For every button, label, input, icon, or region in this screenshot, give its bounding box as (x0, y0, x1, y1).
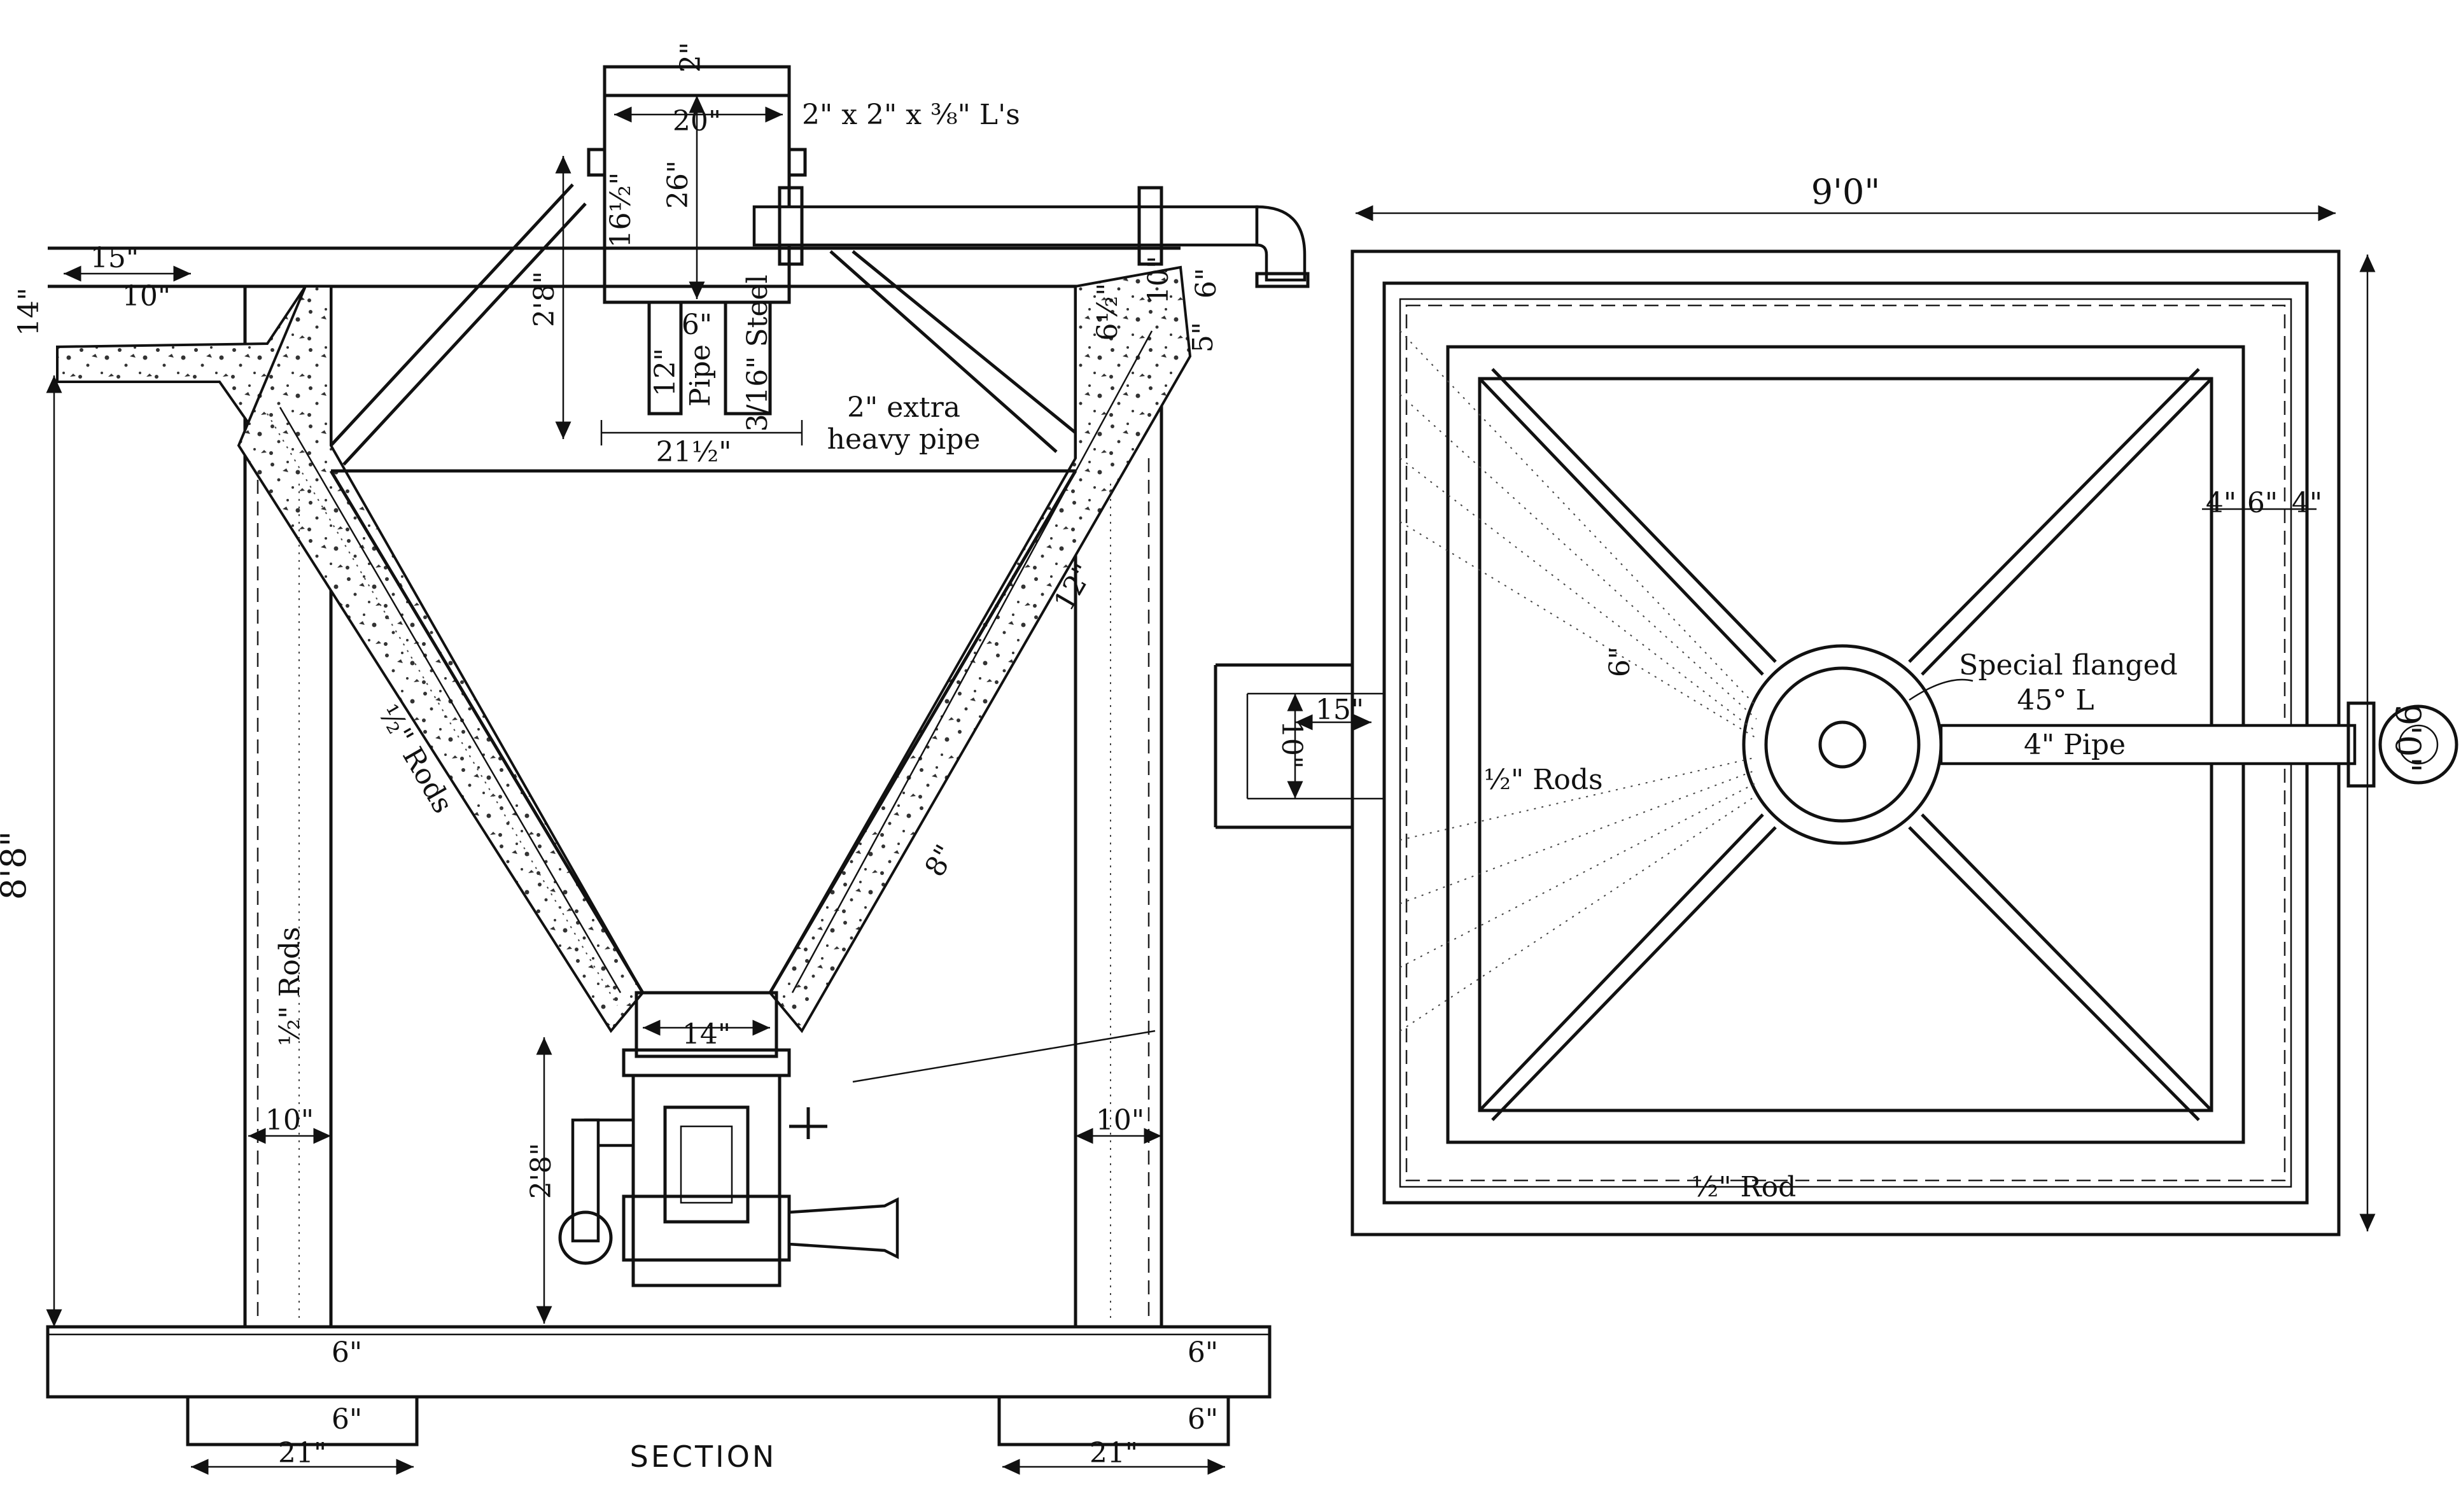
extra-heavy-label-1: 2" extra (847, 391, 960, 424)
footing-right-w-label: 21" (1090, 1437, 1138, 1469)
truss-right (829, 250, 1077, 453)
plan-pipe-label: 4" Pipe (2024, 729, 2126, 761)
top-offset-label: 14" (13, 288, 45, 336)
outlet-width-label: 14" (682, 1018, 731, 1051)
wall-right-label: 10" (1096, 1104, 1144, 1137)
inflow-pipe (752, 186, 1310, 288)
base-slab (46, 1325, 1272, 1399)
footing-right-h-label: 6" (1188, 1403, 1218, 1436)
ledge-depth-label: 10" (122, 280, 171, 312)
slab-left-label: 6" (332, 1336, 362, 1369)
plan-view (1214, 205, 2458, 1236)
outlet-assembly (558, 991, 899, 1287)
plate-thickness-label: 2" (675, 42, 707, 73)
tank-width-label: 20" (673, 105, 721, 137)
rim-6-label: 6½" (1091, 283, 1124, 341)
overall-height-label: 8'8" (0, 831, 34, 900)
pipe-label: Pipe (684, 344, 717, 407)
plan-inlet (1214, 663, 1352, 829)
rim-5-label: 5" (1187, 322, 1219, 353)
wall-left (243, 284, 333, 1329)
inlet-height-label: 10" (1275, 720, 1308, 769)
hopper-top-height-label: 2'8" (528, 271, 561, 327)
spacing-8-label: 8" (918, 839, 962, 882)
plan-rods (1399, 330, 1757, 1032)
plan-spacing-label: 6" (1604, 647, 1636, 677)
slab-right-label: 6" (1188, 1336, 1218, 1369)
top-rim (48, 246, 1181, 288)
steel-label: 3/16" Steel (741, 274, 774, 431)
footing-left-w-label: 21" (278, 1437, 326, 1469)
ledge-width-label: 15" (90, 242, 139, 274)
plan-rods-label: ½" Rods (1483, 764, 1602, 796)
rim-6b-label: 6" (1190, 268, 1223, 298)
footing-left (186, 1395, 419, 1446)
plan-width-label: 9'0" (1811, 172, 1880, 212)
pipe-6-label: 6" (682, 309, 712, 341)
elbow-label: 45° L (2017, 684, 2094, 717)
wall-a-label: 4" (2206, 487, 2236, 519)
pipe-12-label: 12" (649, 348, 682, 396)
section-caption: SECTION (630, 1439, 777, 1474)
wall-left-label: 10" (265, 1104, 314, 1137)
wall-c-label: 4" (2292, 487, 2322, 519)
tank-inner-label: 16½" (605, 172, 637, 248)
wall-b-label: 6" (2247, 487, 2278, 519)
tank-bottom-label: 21½" (656, 436, 732, 468)
rods-wall-label: ½" Rods (274, 927, 306, 1046)
inlet-width-label: 15" (1315, 694, 1364, 726)
footing-right (997, 1395, 1230, 1446)
plan-rod-label: ½" Rod (1692, 1171, 1797, 1203)
feed-tank (587, 65, 807, 445)
tank-height-label: 26" (662, 160, 694, 209)
footing-left-h-label: 6" (332, 1403, 362, 1436)
labels: 8'8" 14" 15" 10" 2'8" 20" 26" 16½" 21½" … (0, 42, 2428, 1474)
base-height-label: 2'8" (525, 1143, 557, 1199)
extra-heavy-label-2: heavy pipe (827, 423, 981, 456)
section-view (46, 65, 1310, 1475)
plan-height-label: 9'0" (2388, 704, 2428, 773)
rim-10-label: 10" (1142, 256, 1175, 304)
truss-left (330, 183, 587, 466)
angle-size-label: 2" x 2" x ⅜" L's (802, 99, 1020, 131)
special-flanged-label: Special flanged (1959, 649, 2178, 682)
